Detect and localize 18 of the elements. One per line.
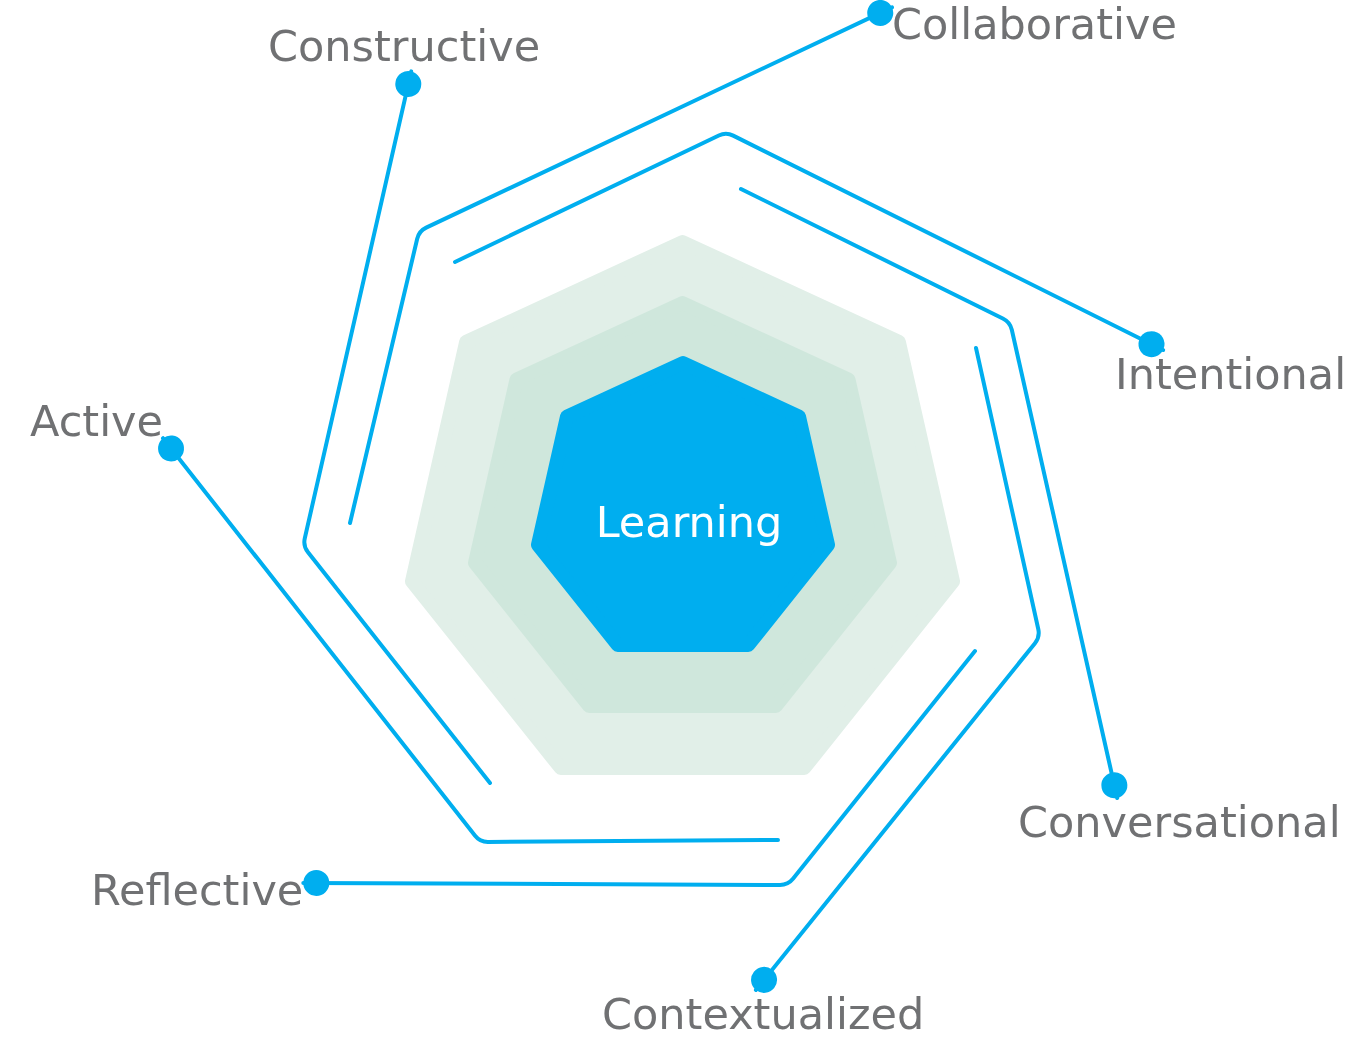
characteristic-label: Active: [30, 397, 163, 447]
outer-heptagon-band: [405, 235, 960, 775]
characteristic-label: Collaborative: [892, 0, 1177, 50]
leader-line: [739, 187, 1128, 800]
leader-line: [301, 649, 977, 896]
leader-line: [302, 69, 492, 785]
characteristic-label: Contextualized: [602, 990, 925, 1040]
leader-line: [158, 435, 780, 844]
leader-line: [348, 0, 894, 525]
characteristic-label: Conversational: [1018, 798, 1341, 848]
characteristic-label: Intentional: [1115, 350, 1347, 400]
center-label: Learning: [595, 498, 783, 548]
center-heptagon: [531, 356, 835, 652]
leader-line: [751, 346, 1041, 993]
characteristic-label: Reflective: [91, 866, 304, 916]
middle-heptagon-band: [468, 296, 897, 713]
leader-line: [453, 131, 1166, 358]
characteristic-label: Constructive: [268, 22, 541, 72]
